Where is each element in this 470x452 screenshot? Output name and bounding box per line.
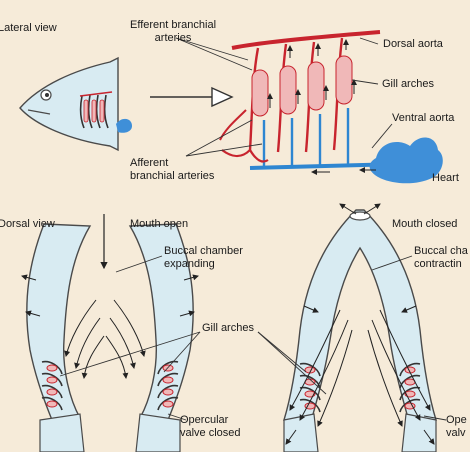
opercular-right-line1: Ope bbox=[446, 414, 467, 426]
gill-arches-bottom-label: Gill arches bbox=[202, 322, 254, 334]
mouth-open-label: Mouth open bbox=[130, 218, 189, 230]
buccal-expanding-label: Buccal chamber expanding bbox=[164, 245, 243, 271]
afferent-arteries-label: Afferent branchial arteries bbox=[130, 157, 214, 183]
buccal-expanding-line2: expanding bbox=[164, 258, 215, 270]
opercular-right-label: Ope valv bbox=[446, 414, 467, 440]
lateral-view-label: Lateral view bbox=[0, 22, 57, 34]
fish-gill-arches bbox=[79, 91, 113, 129]
buccal-contracting-line2: contractin bbox=[414, 258, 462, 270]
efferent-label-line1: Efferent branchial bbox=[130, 19, 217, 31]
buccal-contracting-line1: Buccal cha bbox=[414, 245, 468, 257]
dorsal-view-label: Dorsal view bbox=[0, 218, 55, 230]
dorsal-view-mouth-open bbox=[21, 214, 201, 452]
gill-arches-top-label: Gill arches bbox=[382, 78, 434, 90]
afferent-label-line1: Afferent bbox=[130, 157, 169, 169]
ventral-aorta-label: Ventral aorta bbox=[392, 112, 455, 124]
buccal-contracting-label: Buccal cha contractin bbox=[414, 245, 468, 271]
buccal-expanding-line1: Buccal chamber bbox=[164, 245, 243, 257]
heart-organ bbox=[369, 137, 443, 184]
circulation-detail bbox=[175, 30, 443, 184]
gill-arches-left-open bbox=[41, 360, 179, 411]
opercular-line2: valve closed bbox=[180, 427, 241, 439]
afferent-label-line2: branchial arteries bbox=[130, 170, 215, 182]
opercular-line1: Opercular bbox=[180, 414, 229, 426]
dorsal-view-mouth-closed bbox=[257, 203, 447, 452]
dorsal-aorta-label: Dorsal aorta bbox=[383, 38, 443, 50]
opercular-right-line2: valv bbox=[446, 427, 466, 439]
mouth-closed-label: Mouth closed bbox=[392, 218, 458, 230]
efferent-label-line2: arteries bbox=[154, 32, 192, 44]
opercular-valve-label: Opercular valve closed bbox=[180, 414, 241, 440]
efferent-arteries-label: Efferent branchial arteries bbox=[130, 19, 216, 45]
dorsal-aorta-vessel bbox=[231, 30, 381, 50]
fish-lateral-view bbox=[19, 56, 234, 152]
fish-heart-icon bbox=[116, 118, 132, 133]
heart-label: Heart bbox=[432, 172, 459, 184]
